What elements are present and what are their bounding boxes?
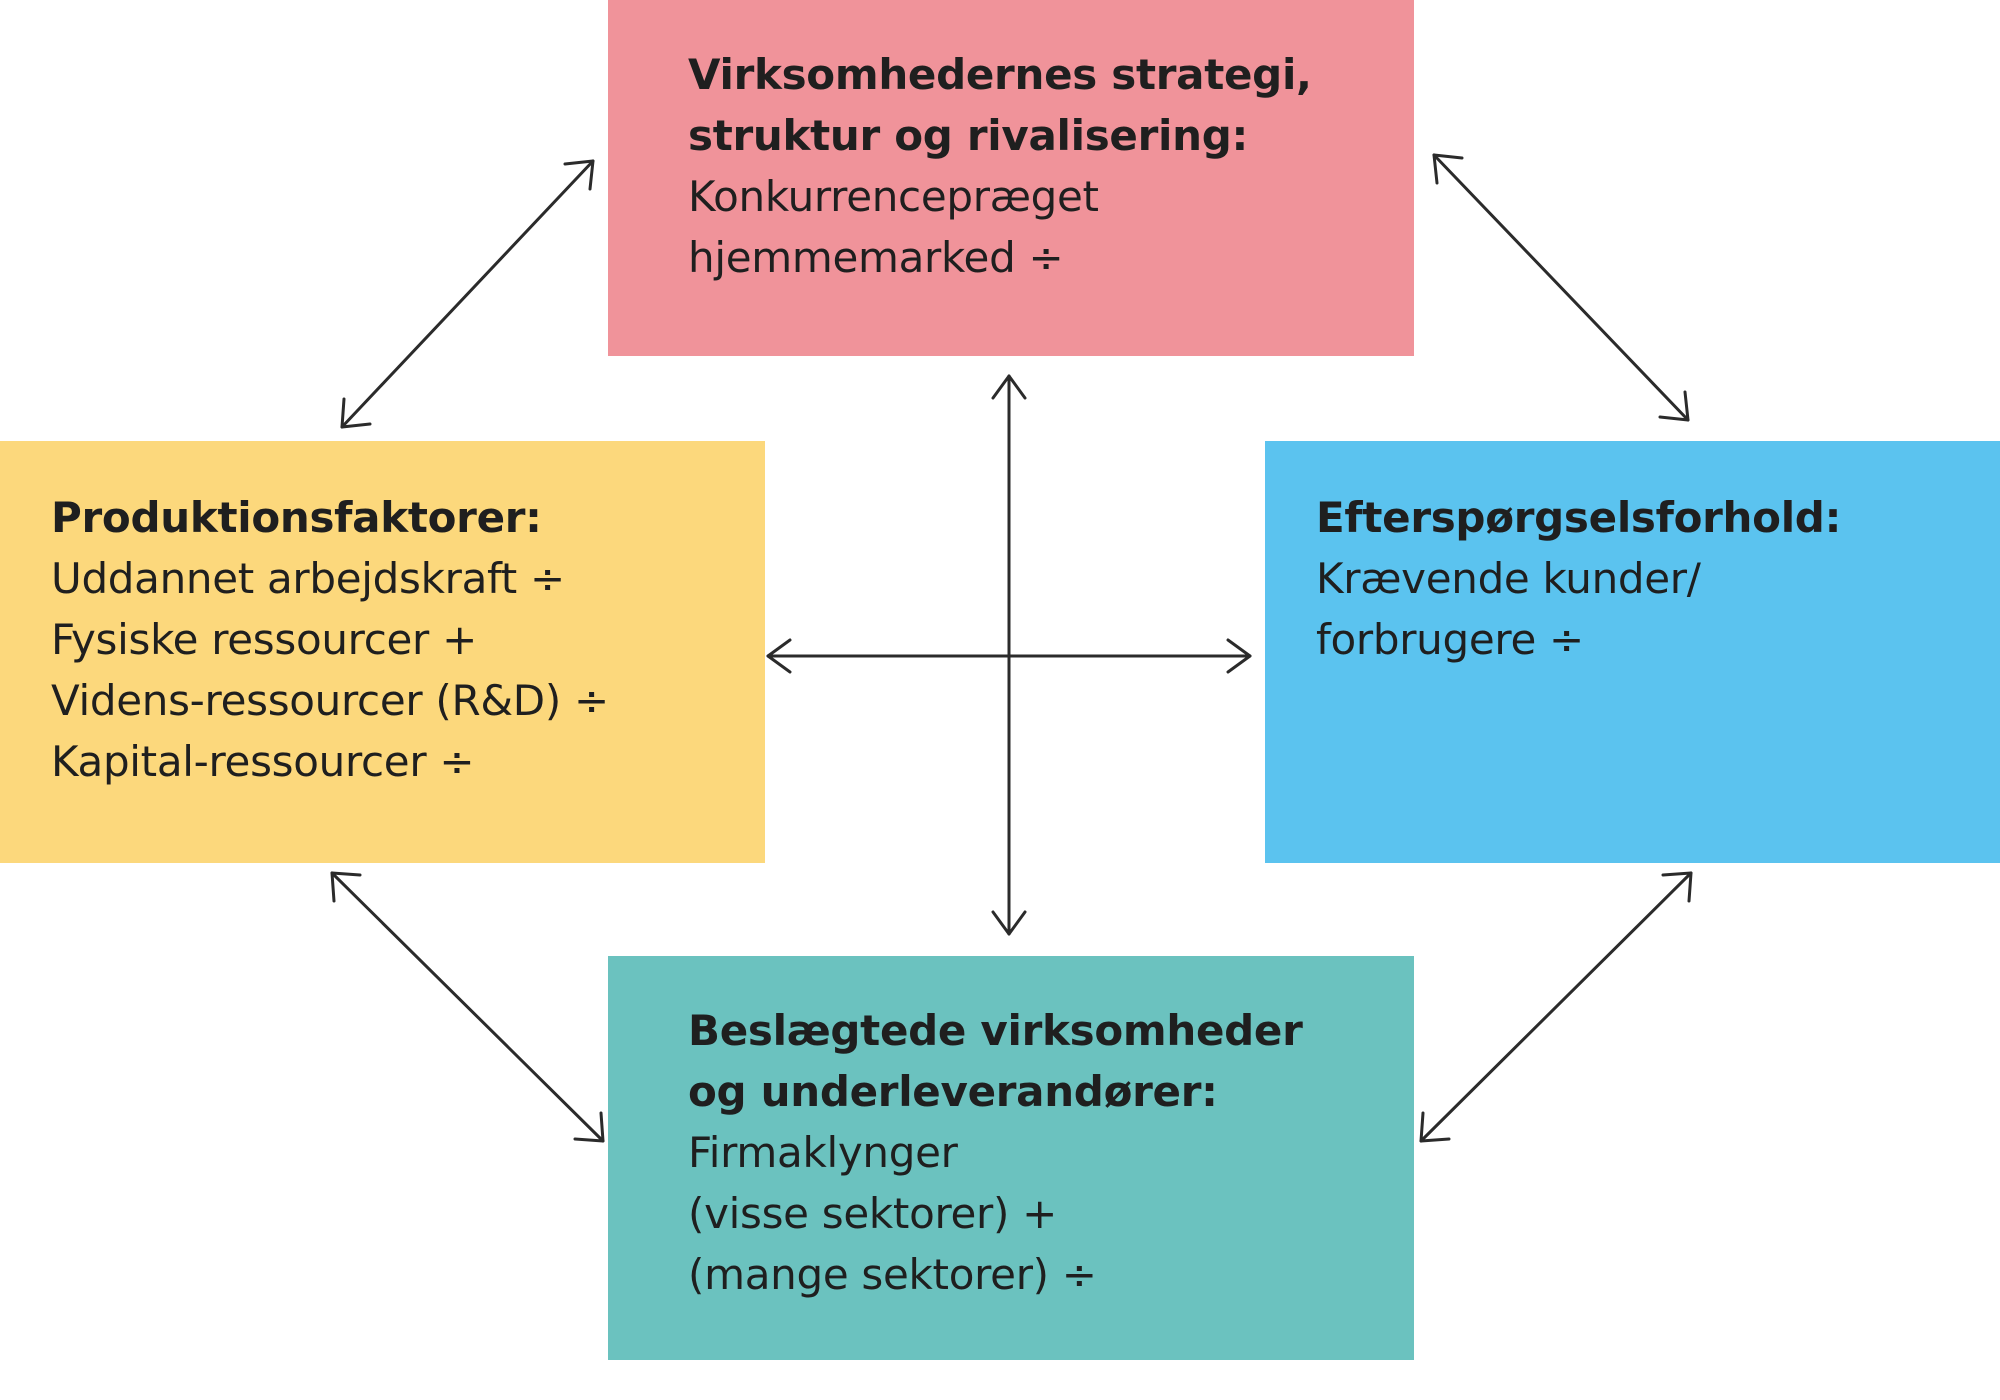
box-text-line: Videns-ressourcer (R&D) ÷ [51,676,609,725]
box-text-line: Kapital-ressourcer ÷ [51,737,475,786]
arrow-top-right [1432,153,1690,422]
box-text-line: Firmaklynger [688,1128,958,1177]
box-title-line: og underleverandører: [688,1067,1218,1116]
box-title-line: Beslægtede virksomheder [688,1006,1303,1055]
box-text-line: Konkurrencepræget [688,172,1099,221]
box-title-line: struktur og rivalisering: [688,111,1248,160]
box-text-line: Fysiske ressourcer + [51,615,477,664]
box-title-line: Efterspørgselsforhold: [1316,493,1842,542]
arrow-left-bottom [330,871,605,1143]
box-text-line: (visse sektorer) + [688,1189,1058,1238]
box-factor-conditions: Produktionsfaktorer: Uddannet arbejdskra… [0,441,765,863]
arrow-vertical-center [991,374,1027,936]
arrow-horizontal-center [766,638,1252,674]
arrow-right-bottom [1419,871,1693,1143]
arrow-top-left [340,159,595,429]
box-title-line: Virksomhedernes strategi, [688,50,1312,99]
box-text-line: (mange sektorer) ÷ [688,1250,1097,1299]
box-text-line: forbrugere ÷ [1316,615,1584,664]
box-text-line: Krævende kunder/ [1316,554,1701,603]
box-text-line: Uddannet arbejdskraft ÷ [51,554,565,603]
box-text-line: hjemmemarked ÷ [688,233,1064,282]
box-related-industries: Beslægtede virksomheder og underleverand… [608,956,1414,1360]
box-firm-strategy: Virksomhedernes strategi, struktur og ri… [608,0,1414,356]
box-demand-conditions: Efterspørgselsforhold: Krævende kunder/ … [1265,441,2000,863]
box-title-line: Produktionsfaktorer: [51,493,542,542]
